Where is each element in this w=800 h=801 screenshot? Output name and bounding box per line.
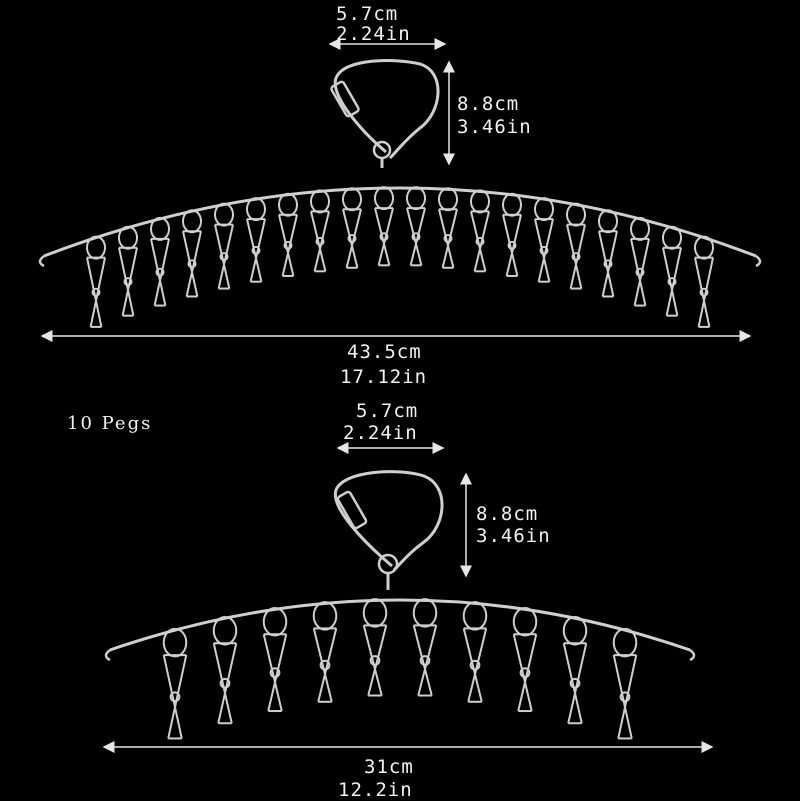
bottom-hook-icon <box>333 470 444 590</box>
top-peg-3 <box>150 216 170 307</box>
top-peg-1 <box>86 235 106 328</box>
bottom-peg-9 <box>562 615 588 725</box>
bottom-peg-8 <box>512 607 538 713</box>
top-peg-18 <box>630 216 650 307</box>
top-peg-4 <box>182 209 202 298</box>
bottom-peg-5 <box>362 598 388 697</box>
top-hook-height-imperial: 3.46in <box>457 116 532 138</box>
top-peg-20 <box>694 235 714 328</box>
bottom-hanger <box>102 442 714 753</box>
top-peg-13 <box>470 189 490 273</box>
top-peg-16 <box>566 202 586 290</box>
top-peg-15 <box>534 197 554 283</box>
bottom-peg-1 <box>162 627 188 740</box>
top-pegs <box>86 186 714 328</box>
top-peg-8 <box>310 189 330 273</box>
bottom-peg-2 <box>212 615 238 725</box>
bottom-hook-height-imperial: 3.46in <box>476 525 551 547</box>
bottom-hook-width-imperial: 2.24in <box>343 422 418 444</box>
top-hook-icon <box>330 59 440 168</box>
bottom-peg-10 <box>612 627 638 740</box>
top-peg-2 <box>118 225 138 317</box>
bottom-peg-7 <box>462 601 488 703</box>
top-peg-7 <box>278 192 298 277</box>
top-peg-9 <box>342 187 362 269</box>
bottom-width-imperial: 12.2in <box>338 779 413 801</box>
top-hook-width-metric: 5.7cm <box>336 3 399 25</box>
top-hook-width-imperial: 2.24in <box>336 23 411 45</box>
peg-count-label: 10 Pegs <box>67 413 153 434</box>
top-frame-bar <box>43 186 757 258</box>
bottom-peg-4 <box>312 601 338 703</box>
top-peg-5 <box>214 202 234 290</box>
top-peg-6 <box>246 197 266 283</box>
top-peg-10 <box>374 186 394 267</box>
top-width-metric: 43.5cm <box>347 341 422 363</box>
top-hook-height-metric: 8.8cm <box>457 93 520 115</box>
top-peg-12 <box>438 187 458 269</box>
bottom-peg-3 <box>262 607 288 713</box>
bottom-hook-width-metric: 5.7cm <box>356 400 419 422</box>
bottom-width-metric: 31cm <box>364 756 414 778</box>
top-peg-19 <box>662 225 682 317</box>
top-hanger <box>38 38 762 342</box>
top-peg-14 <box>502 192 522 277</box>
top-peg-11 <box>406 186 426 267</box>
top-width-imperial: 17.12in <box>340 366 428 388</box>
bottom-hook-height-metric: 8.8cm <box>476 503 539 525</box>
top-peg-17 <box>598 209 618 298</box>
bottom-peg-6 <box>412 598 438 697</box>
bottom-pegs <box>162 598 638 740</box>
bottom-frame-bar <box>109 598 691 652</box>
